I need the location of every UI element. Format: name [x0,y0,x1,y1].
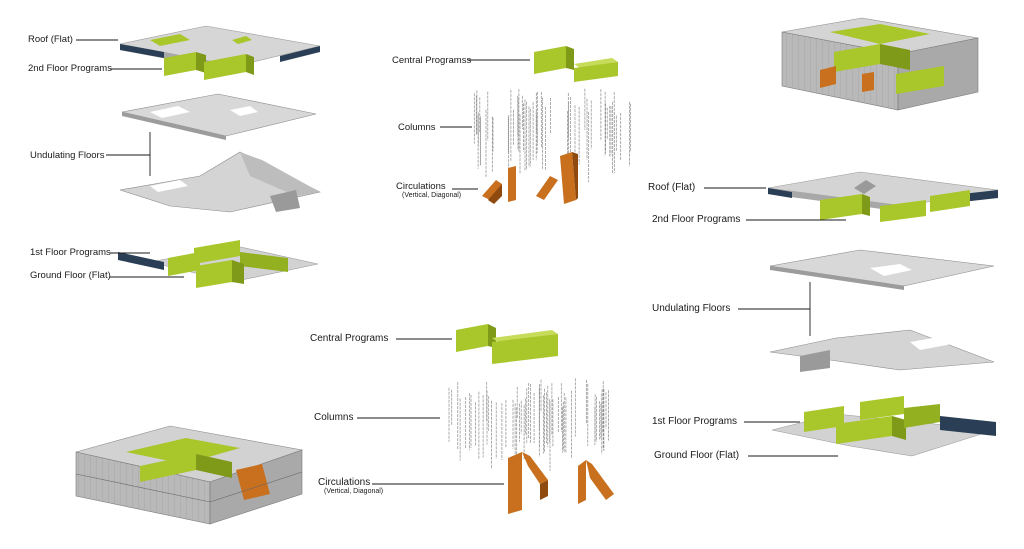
bottom-circulations-title: Circulations [318,477,371,488]
bottom-columns-label: Columns [314,412,354,423]
bottom-circulations-subtitle: (Vertical, Diagonal) [324,488,384,495]
top-columns-label: Columns [398,122,436,133]
top-circulations-subtitle: (Vertical, Diagonal) [402,192,462,199]
bottom-central-programs-label: Central Programs [310,333,389,344]
left-ground-and-1st-floor [118,240,319,288]
top-central-programs [534,46,618,82]
top-circulations [482,152,578,204]
bottom-leader-lines [357,338,504,485]
left-2nd-floor-label: 2nd Floor Programs [28,63,112,74]
left-undulating-floor-lower [119,151,321,213]
top-circulations-label: Circulations (Vertical, Diagonal) [396,181,461,200]
left-ground-label: Ground Floor (Flat) [30,270,111,281]
right-ground-and-1st-floor [771,396,996,457]
right-2nd-floor-label: 2nd Floor Programs [652,214,741,225]
bottom-central-programs [456,324,558,364]
bottom-columns [448,378,609,471]
right-leader-lines [704,187,846,457]
left-undulating-label: Undulating Floors [30,150,105,161]
right-roof-label: Roof (Flat) [648,182,696,193]
left-2nd-floor-programs [164,52,254,80]
right-undulating-floor-upper [769,249,995,290]
right-1st-floor-label: 1st Floor Programs [652,416,738,427]
bottom-center-exploded [357,324,614,514]
top-central-programs-label: Central Programss [392,55,472,66]
bottom-circulations-label: Circulations (Vertical, Diagonal) [318,477,383,496]
right-undulating-label: Undulating Floors [652,303,731,314]
right-2nd-floor-programs [820,190,970,222]
top-columns [473,88,632,187]
left-leader-lines [76,39,184,278]
right-ground-label: Ground Floor (Flat) [654,450,740,461]
right-undulating-floor-lower [769,329,995,372]
top-circulations-title: Circulations [396,181,446,192]
right-exploded-stack [704,171,999,457]
left-undulating-floor-upper [121,93,317,140]
top-leader-lines [440,59,530,190]
left-building-massing [75,425,304,525]
right-building-massing [781,17,979,111]
left-1st-floor-label: 1st Floor Programs [30,247,111,258]
bottom-circulations [508,452,614,514]
left-exploded-stack [76,25,321,288]
top-center-exploded [440,46,632,204]
left-roof-label: Roof (Flat) [28,34,73,45]
